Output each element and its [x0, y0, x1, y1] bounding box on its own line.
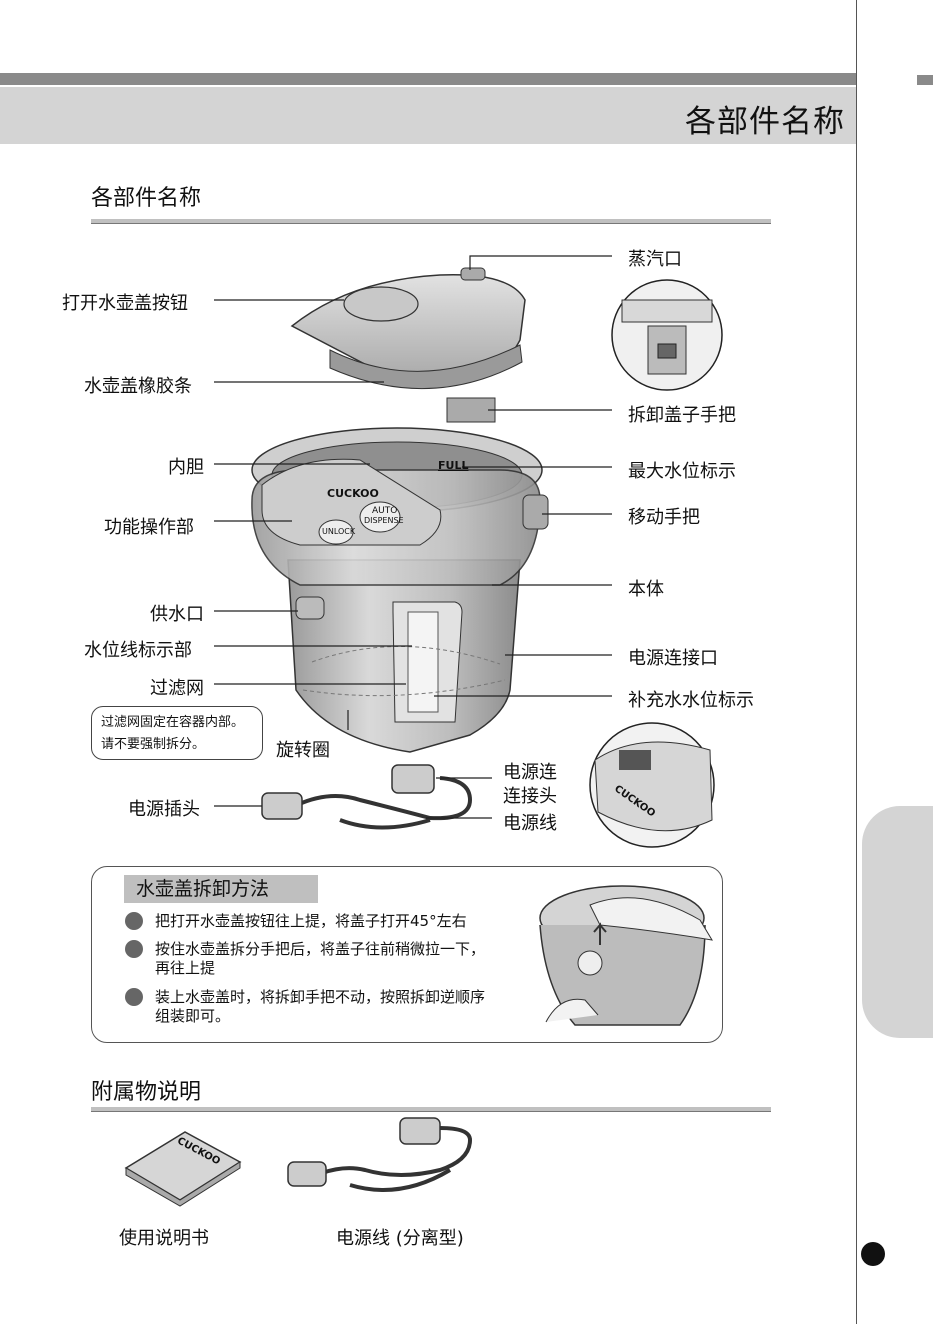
section-title-accessories: 附属物说明 [91, 1074, 201, 1106]
step-1-dot [125, 912, 143, 930]
label-manual: 使用说明书 [119, 1224, 209, 1250]
label-cord-detachable: 电源线 (分离型) [336, 1224, 464, 1250]
step-3-dot [125, 988, 143, 1006]
label-control-panel: 功能操作部 [104, 513, 194, 539]
label-max-water-mark: 最大水位标示 [628, 457, 736, 483]
step-3-line1: 装上水壶盖时，将拆卸手把不动，按照拆卸逆顺序 [155, 988, 485, 1007]
step-2-line1: 按住水壶盖拆分手把后，将盖子往前稍微拉一下， [155, 940, 485, 959]
step-3-line2: 组装即可。 [155, 1007, 230, 1026]
label-power-cord: 电源线 [503, 809, 557, 835]
filter-note-line1: 过滤网固定在容器内部。 [101, 711, 244, 730]
filter-note-line2: 请不要强制拆分。 [101, 733, 205, 752]
label-power-socket: 电源连接口 [628, 644, 718, 670]
label-inner-pot: 内胆 [168, 453, 204, 479]
lid-removal-title: 水壶盖拆卸方法 [124, 875, 318, 903]
pot-body-illustration [252, 398, 548, 752]
label-plug: 电源插头 [128, 795, 200, 821]
label-rotating-ring: 旋转圈 [276, 736, 330, 762]
label-body: 本体 [628, 575, 664, 601]
step-2-dot [125, 940, 143, 958]
label-filter: 过滤网 [150, 674, 204, 700]
control-zoom [590, 723, 714, 847]
unlock-label: UNLOCK [322, 527, 355, 536]
label-steam-vent: 蒸汽口 [628, 245, 682, 271]
label-carry-handle: 移动手把 [628, 503, 700, 529]
step-1-line1: 把打开水壶盖按钮往上提，将盖子打开45°左右 [155, 912, 467, 931]
section-rule [91, 1107, 771, 1112]
label-lid-remove-handle: 拆卸盖子手把 [628, 401, 736, 427]
label-cord-connector-1: 电源连 [503, 758, 557, 784]
label-refill-mark: 补充水水位标示 [628, 686, 754, 712]
label-cord-connector-2: 连接头 [503, 782, 557, 808]
step-2-line2: 再往上提 [155, 959, 215, 978]
label-lid-gasket: 水壶盖橡胶条 [84, 372, 192, 398]
full-mark: FULL [438, 459, 468, 472]
label-water-level-display: 水位线标示部 [84, 636, 192, 662]
auto-label: AUTO [372, 506, 397, 516]
label-spout: 供水口 [150, 600, 204, 626]
brand-logo: CUCKOO [327, 487, 379, 500]
label-open-lid-button: 打开水壶盖按钮 [62, 289, 188, 315]
steam-vent-zoom [612, 280, 722, 390]
lid-illustration [292, 268, 525, 389]
dispense-label: DISPENSE [364, 516, 404, 525]
